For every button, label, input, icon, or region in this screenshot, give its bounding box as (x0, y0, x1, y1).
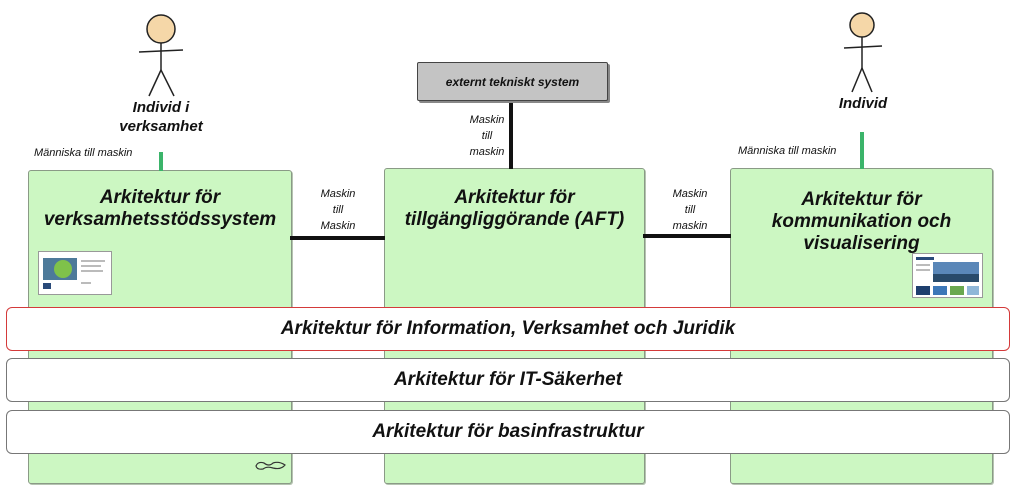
external-system-box: externt tekniskt system (417, 62, 608, 101)
band-label: Arkitektur för basinfrastruktur (372, 421, 644, 442)
connector-vss-aft (290, 236, 385, 240)
band-it-sakerhet: Arkitektur för IT-Säkerhet (6, 358, 1010, 402)
connector-external-aft (509, 99, 513, 169)
box-title-line: Arkitektur för (454, 187, 575, 208)
stick-figure-icon (138, 14, 184, 97)
website-thumbnail-icon (39, 252, 111, 294)
label-line: till (481, 130, 493, 142)
actor-label-line: verksamhet (119, 118, 203, 135)
actor-label-line: Individ i (132, 99, 190, 116)
label-line: till (332, 204, 344, 216)
actor-label-left: Individ i verksamhet (100, 98, 222, 136)
box-title-line: verksamhetsstödssystem (43, 209, 277, 230)
screenshot-thumbnail-vss (38, 251, 112, 295)
label-line: Maskin (672, 188, 708, 200)
box-title-vss: Arkitektur för verksamhetsstödssystem (29, 187, 291, 231)
human-machine-link-left (159, 152, 163, 171)
band-information-verksamhet-juridik: Arkitektur för Information, Verksamhet o… (6, 307, 1010, 351)
band-label: Arkitektur för IT-Säkerhet (393, 369, 623, 390)
stick-figure-icon (843, 12, 883, 93)
connector-aft-kov (643, 234, 731, 238)
label-ext-aft: Maskin till maskin (454, 112, 520, 160)
actor-label-right: Individ (808, 94, 918, 113)
label-line: Maskin (469, 114, 505, 126)
label-line: till (684, 204, 696, 216)
label-line: maskin (672, 220, 708, 232)
box-title-line: visualisering (803, 233, 920, 254)
box-title-line: Arkitektur för (99, 187, 221, 208)
band-basinfrastruktur: Arkitektur för basinfrastruktur (6, 410, 1010, 454)
actor-label-line: Individ (838, 95, 888, 112)
box-title-line: Arkitektur för (801, 189, 922, 210)
box-title-aft: Arkitektur för tillgängliggörande (AFT) (385, 187, 644, 231)
handle-icon (255, 461, 286, 470)
box-title-line: tillgängliggörande (AFT) (404, 209, 625, 230)
band-label: Arkitektur för Information, Verksamhet o… (280, 318, 736, 339)
box-title-line: kommunikation och (771, 211, 952, 232)
label-line: maskin (469, 146, 505, 158)
box-title-kov: Arkitektur för kommunikation och visuali… (731, 189, 992, 255)
screenshot-thumbnail-kov (912, 253, 983, 298)
label-human-machine-left: Människa till maskin (34, 147, 133, 159)
external-system-label: externt tekniskt system (445, 74, 580, 89)
website-thumbnail-icon (913, 254, 982, 297)
label-line: Maskin (320, 188, 356, 200)
label-aft-kov: Maskin till maskin (657, 186, 723, 234)
label-human-machine-right: Människa till maskin (738, 145, 837, 157)
label-vss-aft: Maskin till Maskin (305, 186, 371, 234)
label-line: Maskin (320, 220, 356, 232)
human-machine-link-right (860, 132, 864, 169)
